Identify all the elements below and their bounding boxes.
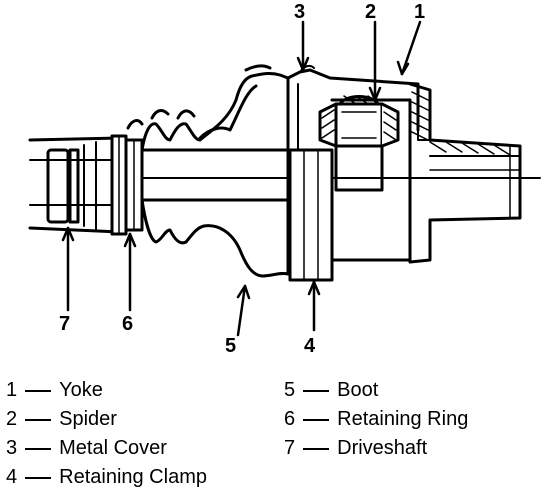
legend-item: 4 Retaining Clamp [6, 463, 207, 492]
spider-part [318, 95, 400, 192]
legend-dash [25, 476, 52, 479]
legend-item: 3 Metal Cover [6, 434, 207, 463]
leader-lines [61, 20, 422, 337]
legend-dash [303, 389, 330, 392]
legend-dash [303, 418, 330, 421]
boot-part [126, 64, 290, 278]
driveshaft-part [28, 136, 122, 234]
legend-dash [25, 447, 52, 450]
legend-number: 6 [284, 408, 296, 430]
legend-label: Retaining Ring [337, 408, 469, 430]
legend-number: 5 [284, 379, 296, 401]
legend-label: Retaining Clamp [59, 466, 207, 488]
legend-item: 7 Driveshaft [284, 434, 468, 463]
legend-right: 5 Boot 6 Retaining Ring 7 Driveshaft [284, 376, 468, 463]
legend-dash [25, 418, 52, 421]
callout-5: 5 [225, 335, 237, 357]
legend-item: 5 Boot [284, 376, 468, 405]
retaining-ring-part [110, 134, 144, 236]
legend-item: 6 Retaining Ring [284, 405, 468, 434]
callout-6: 6 [122, 313, 134, 335]
yoke-part [330, 82, 522, 264]
retaining-clamp-part [288, 148, 334, 282]
legend-number: 2 [6, 408, 18, 430]
legend-label: Boot [337, 379, 379, 401]
legend-left: 1 Yoke 2 Spider 3 Metal Cover 4 Retaining Cl… [6, 376, 207, 492]
legend-label: Metal Cover [59, 437, 167, 459]
legend-label: Yoke [59, 379, 103, 401]
cv-joint-diagram [28, 20, 541, 337]
legend-dash [25, 389, 52, 392]
legend-dash [303, 447, 330, 450]
callout-2: 2 [365, 1, 377, 23]
legend-number: 3 [6, 437, 18, 459]
legend-number: 1 [6, 379, 18, 401]
callout-3: 3 [294, 1, 306, 23]
legend-label: Driveshaft [337, 437, 428, 459]
legend-label: Spider [59, 408, 117, 430]
legend-number: 7 [284, 437, 296, 459]
callout-4: 4 [304, 335, 316, 357]
legend-number: 4 [6, 466, 18, 488]
callout-7: 7 [59, 313, 71, 335]
legend-item: 1 Yoke [6, 376, 207, 405]
callout-1: 1 [414, 1, 426, 23]
legend-item: 2 Spider [6, 405, 207, 434]
